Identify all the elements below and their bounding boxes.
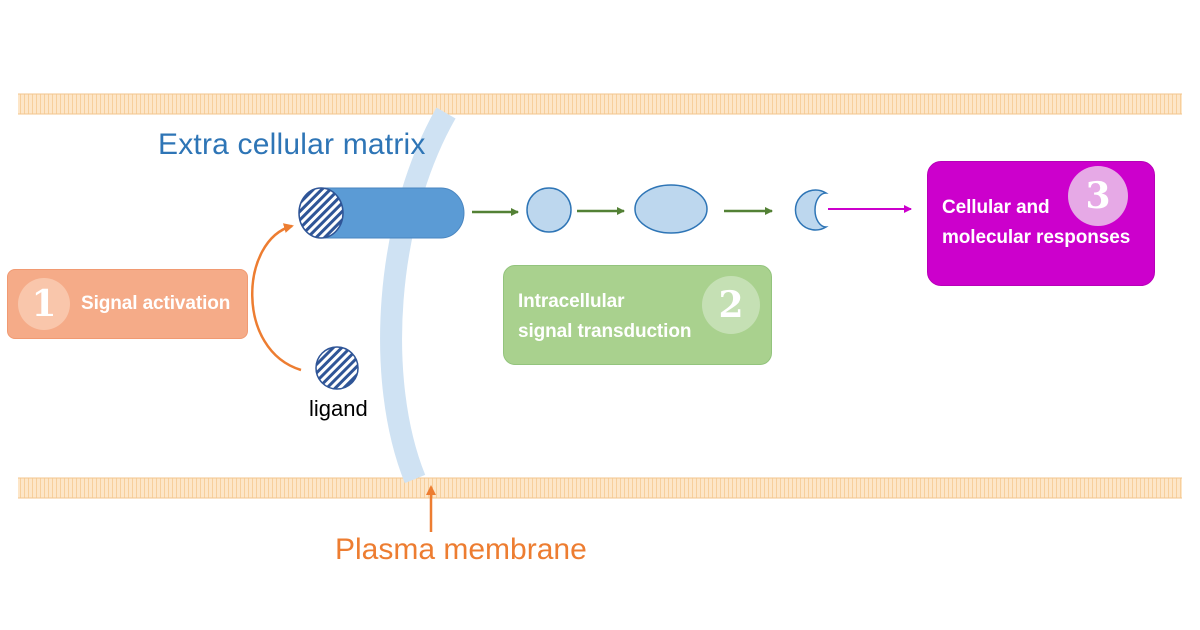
top-membrane-band [18,93,1182,115]
step-2-line-1: Intracellular [518,291,625,312]
plasma-membrane-curve [380,107,456,484]
transduction-molecule-2 [634,184,708,234]
ligand-molecule [315,346,359,390]
step-3-line-1: Cellular and [942,197,1050,218]
step-3-line-2: molecular responses [942,227,1131,248]
transduction-molecule-1 [526,187,572,233]
receptor [298,187,465,239]
bottom-membrane-band [18,477,1182,499]
extracellular-matrix-label: Extra cellular matrix [158,128,426,161]
step-2-text: Intracellular signal transduction [518,287,691,347]
step-2-number-badge: 2 [702,276,760,334]
step-1-text: Signal activation [81,289,230,319]
step-1-line-1: Signal activation [81,293,231,314]
ligand-label: ligand [309,396,368,421]
effector-molecule [794,189,829,231]
step-3-cellular-responses-box: 3 Cellular and molecular responses [927,161,1155,286]
receptor-body [319,187,465,239]
step-3-number-badge: 3 [1068,166,1128,226]
step-1-signal-activation-box: 1 Signal activation [7,269,248,339]
step-1-number-badge: 1 [18,278,70,330]
plasma-membrane-label: Plasma membrane [335,533,587,566]
receptor-bound-ligand [298,187,344,239]
step-2-signal-transduction-box: 2 Intracellular signal transduction [503,265,772,365]
step-2-line-2: signal transduction [518,321,692,342]
activation-arrow [251,223,302,372]
step-3-text: Cellular and molecular responses [942,193,1130,253]
